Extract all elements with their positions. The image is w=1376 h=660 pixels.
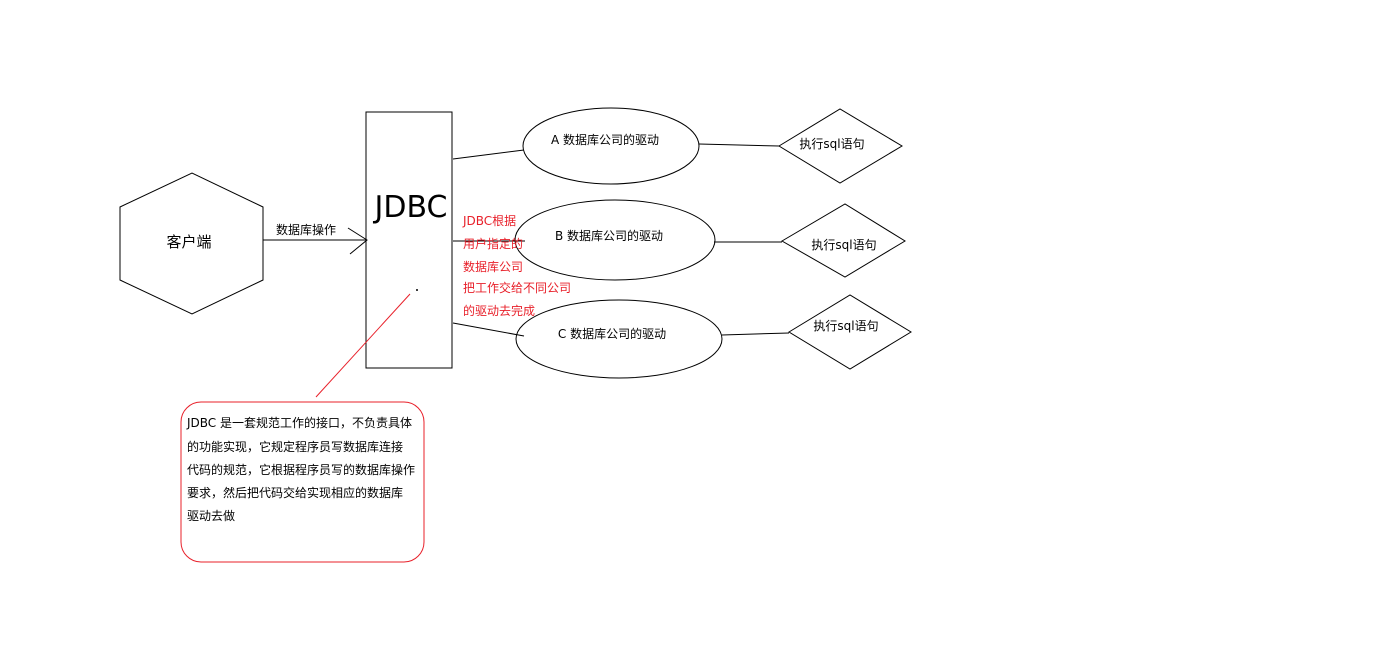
note-line: 的功能实现，它规定程序员写数据库连接	[187, 439, 403, 454]
jdbc-label: JDBC	[373, 190, 448, 225]
connector-jdbc-c	[452, 322, 525, 337]
driver-c-label: C 数据库公司的驱动	[558, 326, 666, 341]
sql-b-diamond	[781, 203, 906, 278]
connector-a-sql	[698, 143, 780, 147]
red-annotation-line: JDBC根据	[462, 214, 516, 228]
note-line: 要求，然后把代码交给实现相应的数据库	[187, 485, 403, 500]
arrowhead	[347, 227, 368, 255]
client-hexagon	[119, 172, 264, 315]
driver-b-ellipse	[514, 199, 716, 281]
red-annotation-line: 数据库公司	[463, 259, 523, 274]
red-annotation-line: 把工作交给不同公司	[463, 280, 571, 295]
sql-c-diamond	[788, 294, 912, 370]
note-line: 驱动去做	[187, 508, 235, 523]
note-box	[180, 401, 425, 563]
sql-a-label: 执行sql语句	[799, 137, 864, 151]
pointer-dot	[416, 289, 418, 291]
driver-a-ellipse	[522, 107, 700, 185]
sql-b-label: 执行sql语句	[811, 238, 876, 252]
jdbc-box	[365, 111, 453, 369]
red-annotation-line: 的驱动去完成	[463, 303, 535, 318]
driver-b-label: B 数据库公司的驱动	[555, 228, 663, 243]
driver-c-ellipse	[515, 299, 723, 379]
driver-a-label: A 数据库公司的驱动	[551, 132, 659, 147]
arrow-label: 数据库操作	[276, 222, 336, 237]
red-annotation-line: 用户指定的	[463, 236, 523, 251]
connector-jdbc-a	[452, 149, 525, 160]
client-label: 客户端	[166, 233, 211, 251]
sql-a-diamond	[778, 108, 903, 184]
note-line: JDBC 是一套规范工作的接口，不负责具体	[186, 415, 412, 430]
note-pointer-line	[315, 293, 411, 398]
note-line: 代码的规范，它根据程序员写的数据库操作	[187, 462, 415, 477]
connector-c-sql	[721, 332, 790, 336]
sql-c-label: 执行sql语句	[813, 319, 878, 333]
